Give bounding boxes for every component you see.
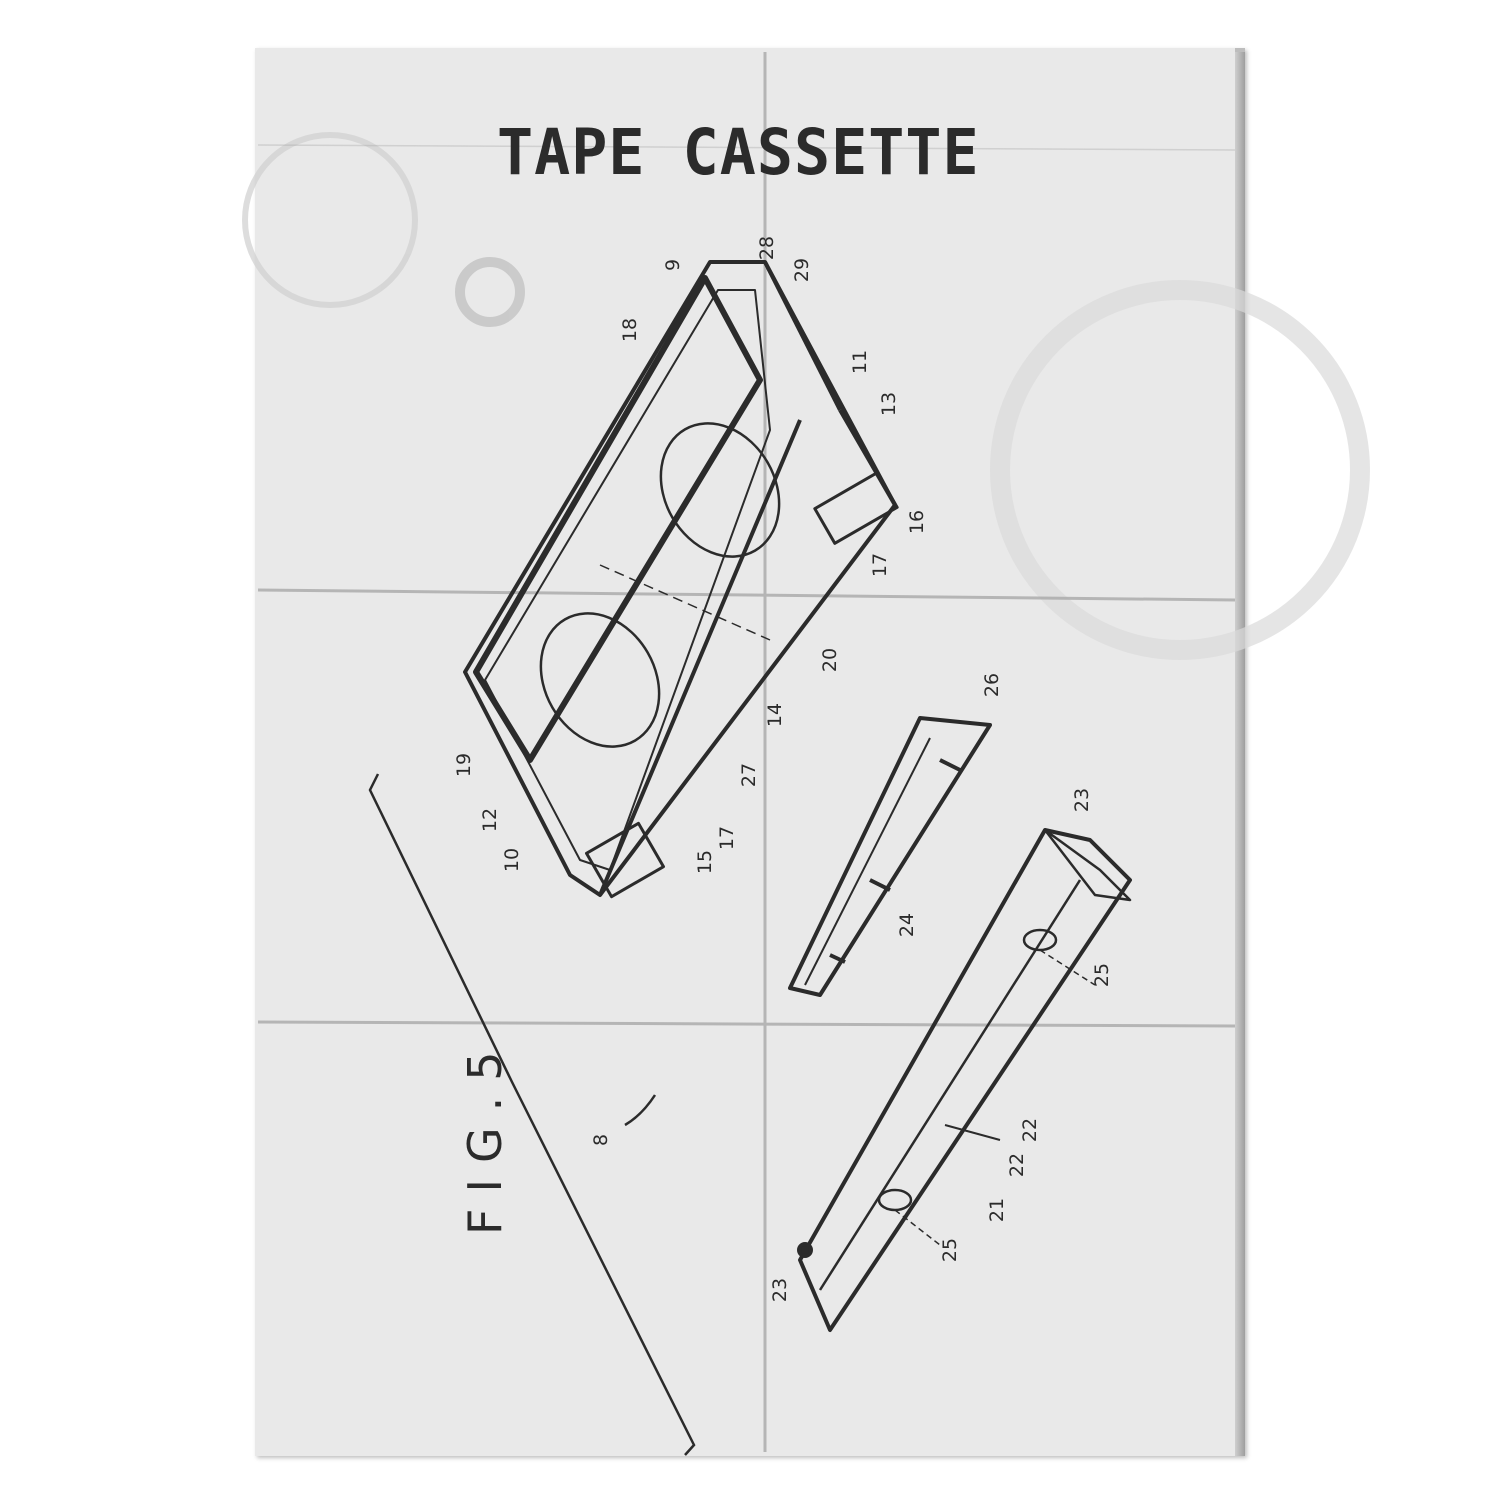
ref-number: 21	[986, 1197, 1009, 1223]
ref-number: 19	[453, 752, 476, 778]
figure-label: FIG.5	[458, 1035, 512, 1235]
ref-number: 18	[619, 317, 642, 343]
ref-number: 29	[791, 257, 814, 283]
ref-number: 11	[849, 349, 872, 375]
poster-canvas	[255, 48, 1245, 1456]
ref-number: 22	[1006, 1152, 1029, 1178]
bar-piece	[797, 828, 1132, 1332]
ref-number: 17	[869, 552, 892, 578]
poster-title: TAPE CASSETTE	[497, 116, 980, 190]
ref-number: 28	[756, 235, 779, 261]
ref-number: 16	[906, 509, 929, 535]
ref-number: 27	[738, 762, 761, 788]
ref-number: 24	[896, 912, 919, 938]
ref-number: 15	[694, 849, 717, 875]
cassette-body	[463, 260, 899, 899]
ref-number: 20	[819, 647, 842, 673]
ref-number: 26	[981, 672, 1004, 698]
ref-number: 25	[939, 1237, 962, 1263]
ref-number: 25	[1091, 962, 1114, 988]
ref-number: 9	[662, 258, 685, 272]
paper-stains	[242, 132, 1370, 660]
ref-number: 23	[769, 1277, 792, 1303]
ref-number: 22	[1019, 1117, 1042, 1143]
ref-number: 13	[878, 391, 901, 417]
ref-number: 8	[590, 1133, 613, 1147]
ref-number: 23	[1071, 787, 1094, 813]
ref-number: 14	[764, 702, 787, 728]
rail-piece	[788, 716, 992, 997]
ref-number: 17	[716, 825, 739, 851]
fold-lines	[257, 52, 1236, 1452]
canvas-side-edge	[1235, 52, 1245, 1456]
ref-number: 10	[501, 847, 524, 873]
ref-number: 12	[479, 807, 502, 833]
leader-line	[368, 773, 696, 1456]
